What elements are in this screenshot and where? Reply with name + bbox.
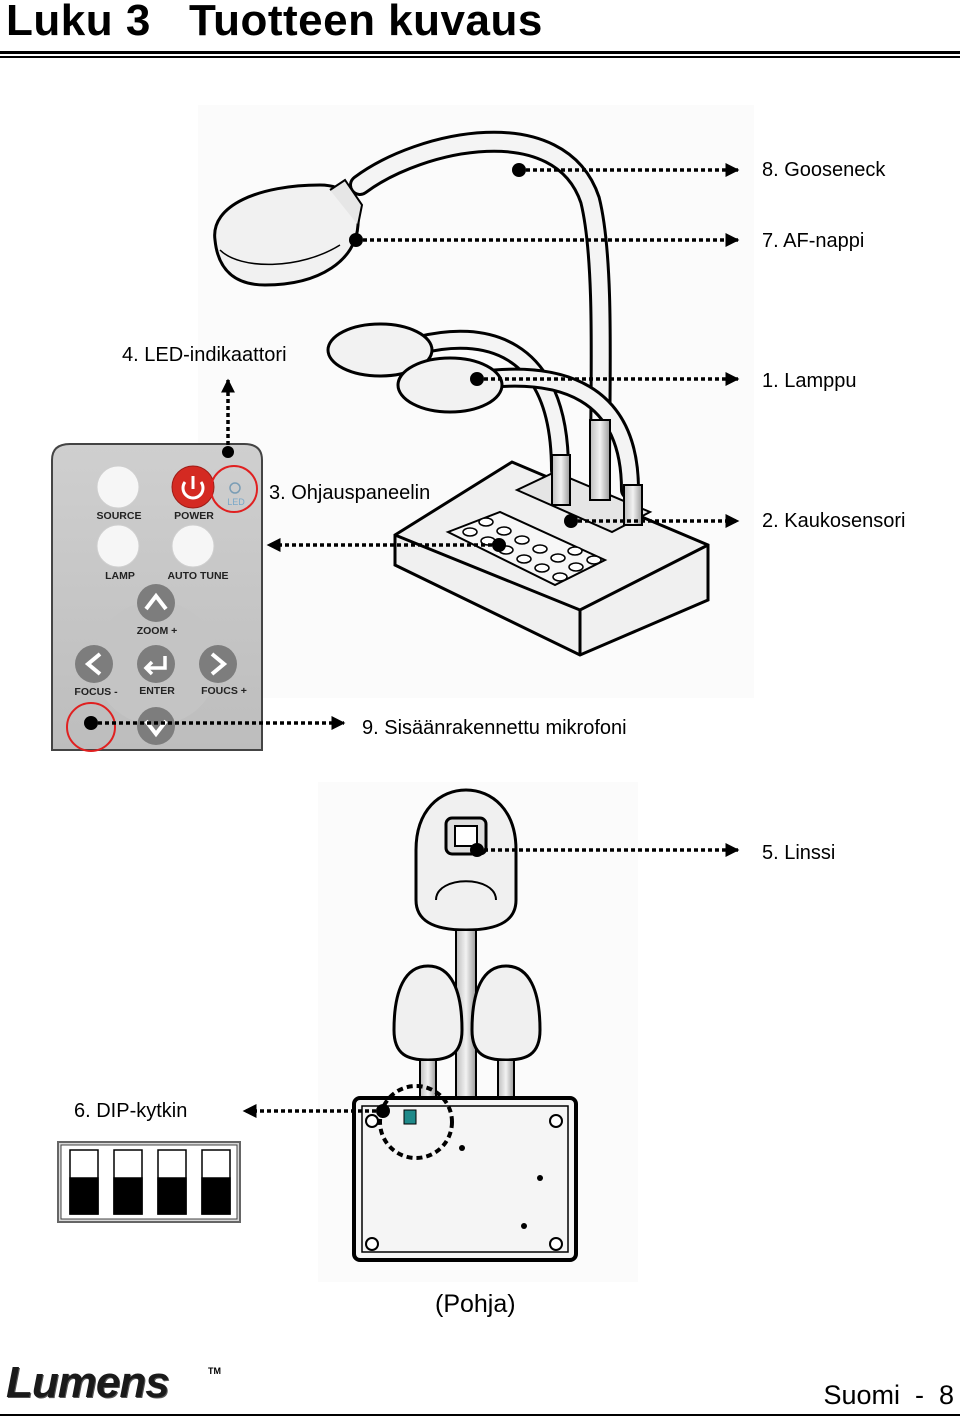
camera-head bbox=[213, 178, 364, 287]
trademark-mark: TM bbox=[208, 1366, 221, 1376]
label-remote-sensor: 2. Kaukosensori bbox=[762, 510, 906, 532]
lamp-tops bbox=[392, 964, 542, 1101]
enter-button bbox=[137, 645, 175, 683]
led-indicator bbox=[229, 482, 241, 494]
camera-side-view bbox=[198, 105, 754, 698]
source-label: SOURCE bbox=[97, 510, 142, 522]
lumens-logo: Lumens bbox=[6, 1358, 170, 1407]
control-panel-closeup: SOURCE POWER LAMP AUTO TUNE ZOOM + FOCUS… bbox=[51, 378, 346, 752]
base-control-panel bbox=[445, 510, 608, 587]
header-rule bbox=[0, 51, 960, 54]
focus-plus-label: FOUCS + bbox=[201, 685, 247, 697]
label-microphone: 9. Sisäänrakennettu mikrofoni bbox=[362, 717, 627, 739]
bottom-leader-lines bbox=[242, 843, 740, 1118]
header-rule-thin bbox=[0, 56, 960, 58]
enter-label: ENTER bbox=[139, 685, 175, 697]
led-highlight-circle bbox=[210, 465, 258, 513]
focus-plus-button bbox=[199, 645, 237, 683]
page-number: Suomi - 8 bbox=[823, 1380, 954, 1410]
chapter-title: Luku 3 Tuotteen kuvaus bbox=[6, 0, 543, 45]
lens-head bbox=[414, 788, 518, 932]
source-button bbox=[96, 465, 140, 509]
caption-bottom-view: (Pohja) bbox=[435, 1290, 516, 1318]
power-button bbox=[171, 465, 215, 509]
footer-rule bbox=[0, 1414, 960, 1416]
label-control-panel: 3. Ohjauspaneelin bbox=[269, 482, 431, 504]
dip-switch-highlight-circle bbox=[378, 1084, 454, 1160]
label-dip-switch: 6. DIP-kytkin bbox=[74, 1100, 188, 1122]
base-bottom bbox=[352, 1096, 578, 1262]
microphone-highlight-circle bbox=[66, 702, 116, 752]
label-af-button: 7. AF-nappi bbox=[762, 230, 865, 252]
zoom-minus-button bbox=[137, 707, 175, 745]
label-lens: 5. Linssi bbox=[762, 842, 836, 864]
dip-switch-closeup bbox=[57, 1141, 241, 1223]
lamp-heads bbox=[326, 322, 504, 414]
camera-bottom-view bbox=[242, 782, 740, 1282]
auto-tune-label: AUTO TUNE bbox=[167, 570, 228, 582]
lamp-label: LAMP bbox=[105, 570, 135, 582]
gooseneck-arms bbox=[349, 130, 640, 500]
leader-lines bbox=[266, 163, 740, 552]
focus-minus-button bbox=[75, 645, 113, 683]
focus-minus-label: FOCUS - bbox=[74, 686, 118, 698]
led-label: LED bbox=[227, 497, 245, 507]
label-led-indicator: 4. LED-indikaattori bbox=[122, 344, 287, 366]
zoom-plus-button bbox=[137, 584, 175, 622]
power-label: POWER bbox=[174, 510, 214, 522]
zoom-plus-label: ZOOM + bbox=[137, 625, 178, 637]
panel-leader-lines bbox=[91, 378, 346, 730]
label-lamp: 1. Lamppu bbox=[762, 370, 857, 392]
label-gooseneck: 8. Gooseneck bbox=[762, 159, 886, 181]
lamp-button bbox=[96, 524, 140, 568]
auto-tune-button bbox=[171, 524, 215, 568]
